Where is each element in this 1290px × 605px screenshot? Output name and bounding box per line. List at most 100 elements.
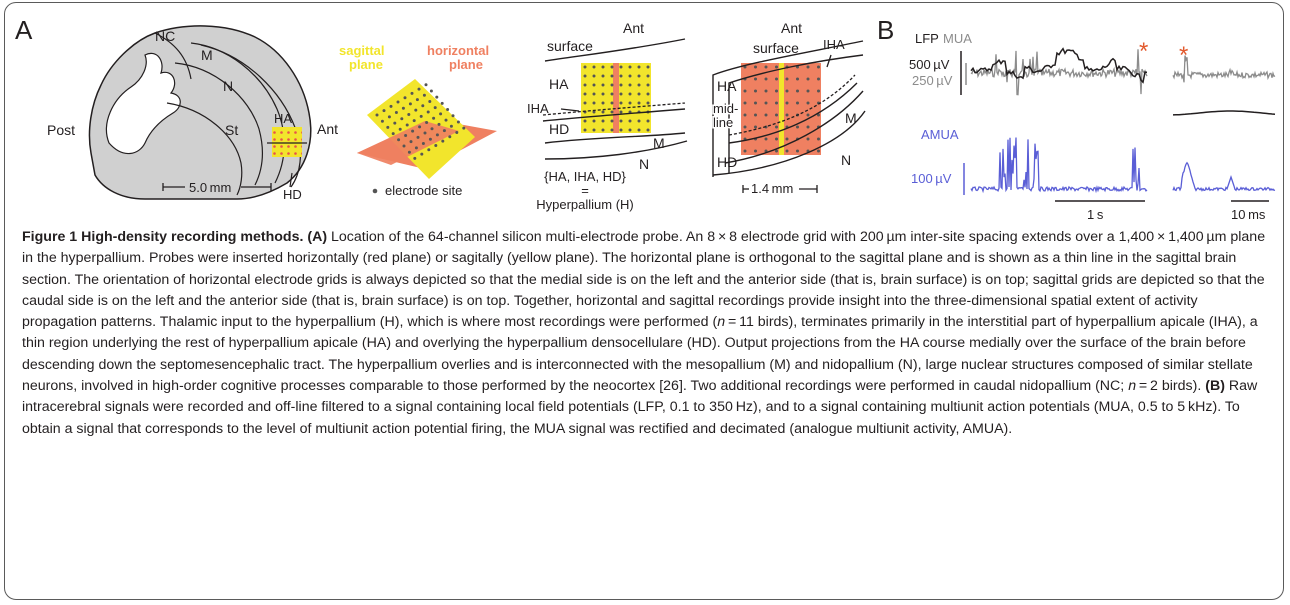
- electrode-dot: [754, 101, 757, 105]
- electrode-dot: [764, 101, 768, 105]
- figure-frame: A Post Ant NC M N St HA HD 5.0 mm sagitt…: [4, 2, 1284, 600]
- electrode-dot: [775, 137, 778, 141]
- electrode-dot: [451, 114, 455, 118]
- time-scale-label-1: 1 s: [1087, 207, 1104, 222]
- sg-iha-arrow: [560, 108, 580, 112]
- hg-label-ant: Ant: [781, 20, 802, 36]
- electrode-dot: [407, 112, 411, 116]
- electrode-dot: [619, 101, 623, 105]
- electrode-dot: [610, 83, 614, 87]
- electrode-dot: [601, 101, 605, 105]
- electrode-dot: [796, 101, 799, 105]
- sg-legend-line-2: =: [581, 183, 589, 198]
- electrode-dot: [412, 119, 416, 123]
- hg-surface-line: [728, 54, 864, 173]
- electrode-dot: [446, 108, 450, 112]
- sg-label-ha: HA: [549, 76, 569, 92]
- electrode-dot: [796, 77, 799, 81]
- electrode-dot: [610, 92, 614, 96]
- electrode-dot: [389, 104, 393, 108]
- brain-label-n: N: [223, 78, 233, 94]
- electrode-dot: [754, 149, 757, 153]
- electrode-dot: [435, 95, 439, 99]
- electrode-dot: [754, 125, 757, 129]
- electrode-dot: [646, 119, 650, 123]
- electrode-dot: [754, 77, 757, 81]
- electrode-dot: [754, 89, 757, 93]
- caption-a-text-2: = 11 birds), terminates primarily in the…: [22, 314, 1258, 395]
- electrode-dot: [410, 91, 414, 95]
- trace-path: [1172, 161, 1276, 192]
- electrode-dot: [754, 113, 757, 117]
- caption-n-var-2: n: [1128, 378, 1137, 395]
- lfp-trace: [970, 47, 1148, 84]
- electrode-dot: [743, 101, 747, 105]
- horizontal-grid-diagram: [712, 40, 866, 177]
- electrode-dot: [420, 152, 424, 156]
- sg-label-surface: surface: [547, 38, 593, 54]
- event-asterisk: *: [1139, 38, 1148, 65]
- electrode-dot: [414, 108, 418, 112]
- sg-label-n: N: [639, 156, 649, 172]
- electrode-dot: [806, 77, 810, 81]
- electrode-dot: [785, 149, 789, 153]
- electrode-dot: [380, 119, 384, 123]
- horizontal-plane-label-2: plane: [449, 57, 483, 72]
- electrode-dot: [817, 149, 820, 153]
- electrode-dot: [628, 83, 632, 87]
- electrode-dot: [628, 92, 632, 96]
- electrode-dot: [775, 65, 778, 69]
- hg-label-hd: HD: [717, 154, 737, 170]
- electrode-dot: [754, 65, 757, 69]
- electrode-dot: [592, 101, 596, 105]
- recording-patch: [272, 127, 302, 157]
- electrode-dot: [435, 133, 439, 137]
- electrode-dot: [411, 129, 415, 133]
- electrode-dot: [592, 92, 596, 96]
- electrode-dot: [404, 133, 408, 137]
- hg-m-line: [724, 90, 864, 164]
- electrode-dot: [437, 122, 441, 126]
- electrode-dot: [646, 128, 650, 132]
- amua-trace-zoom: [1172, 161, 1276, 192]
- electrode-dot: [592, 83, 596, 87]
- brain-label-ant: Ant: [317, 121, 338, 137]
- hg-scale-bar: [742, 185, 818, 193]
- trace-path: [970, 49, 1148, 96]
- horizontal-plane-front: [357, 121, 459, 165]
- electrode-dot: [456, 120, 460, 124]
- electrode-dot: [601, 110, 605, 114]
- lamina-3: [166, 102, 243, 196]
- electrode-dot: [425, 121, 429, 125]
- electrode-dot: [424, 83, 428, 87]
- sg-m-line: [544, 132, 686, 144]
- electrode-dot: [592, 65, 596, 69]
- electrode-dot: [592, 74, 596, 78]
- sagittal-grid-dots: [583, 65, 650, 132]
- electrode-dot: [785, 89, 789, 93]
- electrode-dot: [743, 149, 747, 153]
- electrode-dot: [628, 128, 632, 132]
- electrode-dot: [646, 74, 650, 78]
- brain-label-nc: NC: [155, 28, 175, 44]
- caption-a-label: (A): [307, 229, 328, 245]
- hg-outline: [712, 40, 864, 177]
- electrode-dot: [743, 113, 747, 117]
- electrode-dot: [418, 125, 422, 129]
- brain-section: [88, 25, 312, 200]
- caption-title: Figure 1 High-density recording methods.: [22, 229, 304, 245]
- hg-label-m: M: [845, 110, 857, 126]
- electrode-dot: [637, 92, 641, 96]
- electrode-dot: [592, 110, 596, 114]
- electrode-dot: [806, 113, 810, 117]
- electrode-dot: [423, 131, 427, 135]
- electrode-dot: [440, 101, 444, 105]
- sagittal-grid-red-line: [613, 63, 619, 133]
- lfp-trace-zoom: [1172, 110, 1276, 116]
- electrode-dot: [375, 113, 379, 117]
- electrode-dot: [419, 114, 423, 118]
- hg-label-iha: IHA: [823, 37, 845, 52]
- sagittal-plane-dots: [375, 83, 466, 160]
- electrode-dot: [628, 119, 632, 123]
- electrode-dot: [637, 65, 641, 69]
